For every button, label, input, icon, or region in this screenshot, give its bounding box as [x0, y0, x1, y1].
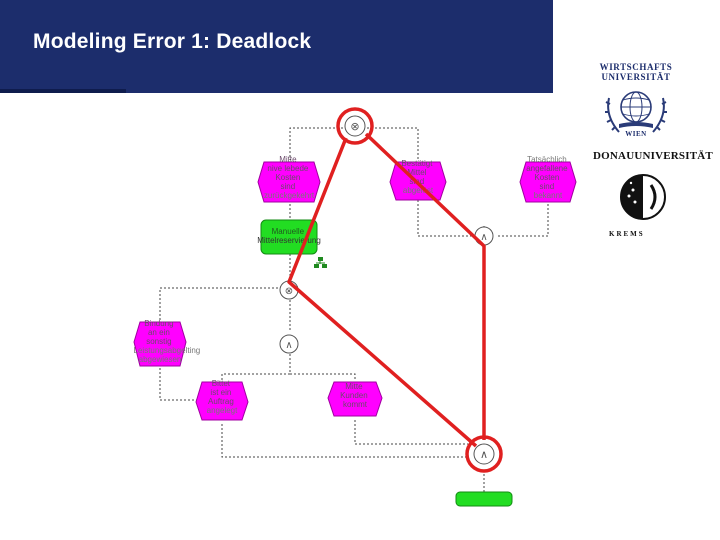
- epc-function-2: [455, 491, 513, 507]
- event-3-line-4: sind: [540, 182, 555, 191]
- event-5-line-1: Bittet: [212, 379, 231, 388]
- svg-text:⊗: ⊗: [285, 286, 293, 297]
- function-1-line-1: Manuelle: [272, 227, 305, 236]
- event-1-line-2: nive lebede: [267, 164, 308, 173]
- header-bar: [0, 0, 553, 93]
- epc-event-4: Bindung an ein sonstig Leistungsabgeltin…: [133, 319, 203, 367]
- svg-text:Mitte nive lebede: Mitte nive lebede Kosten sind zurückgeke…: [264, 155, 315, 200]
- svg-text:⊗: ⊗: [350, 120, 359, 133]
- svg-text:∧: ∧: [285, 340, 292, 351]
- event-4-line-4: Leistungsabgelting: [134, 346, 201, 355]
- du-logo-sub: KREMS: [609, 230, 645, 238]
- event-2-line-2: Mittel: [407, 168, 426, 177]
- svg-text:∧: ∧: [480, 448, 488, 461]
- event-5-line-3: Auftrag: [208, 397, 234, 406]
- svg-text:Tatsächlich angefallen: Tatsächlich angefallene Kosten sind beka…: [526, 155, 570, 200]
- svg-text:Manuelle Mittelreservi: Manuelle Mittelreservierung: [257, 227, 321, 245]
- event-4-line-5: abgewiesen: [139, 355, 182, 364]
- event-3-line-3: Kosten: [534, 173, 559, 182]
- globe-book-laurel-icon: [605, 91, 667, 133]
- control-flow-arcs: [159, 127, 549, 492]
- epc-event-3: Tatsächlich angefallene Kosten sind beka…: [519, 155, 577, 203]
- svg-text:Bittet ist ein: Bittet ist ein Auftrag angelegt: [207, 379, 238, 415]
- org-unit-icon: [314, 257, 327, 268]
- header-accent-line: [0, 89, 126, 93]
- wu-logo-text-line1: WIRTSCHAFTS: [599, 62, 673, 72]
- deadlock-highlight-path: [287, 132, 486, 448]
- event-6-line-1: Mitte: [345, 382, 363, 391]
- epc-event-1: Mitte nive lebede Kosten sind zurückgeke…: [257, 155, 321, 203]
- wu-logo-text-line2: UNIVERSITÄT: [601, 72, 671, 82]
- event-2-line-4: abgelöst: [403, 186, 434, 195]
- deadlock-highlight-bottom-circle: [465, 435, 503, 473]
- slide-title: Modeling Error 1: Deadlock: [33, 30, 312, 53]
- donau-universitaet-seal-icon: [620, 174, 666, 220]
- epc-event-5: Bittet ist ein Auftrag angelegt: [195, 379, 249, 421]
- event-5-line-2: ist ein: [210, 388, 231, 397]
- event-1-line-5: zurückgekehrt: [264, 191, 315, 200]
- event-1-line-1: Mitte: [279, 155, 297, 164]
- connector-top-xor: ⊗: [344, 115, 366, 137]
- event-3-line-2: angefallene: [526, 164, 568, 173]
- deadlock-highlight-top-circle: [336, 107, 374, 145]
- event-3-line-5: bekannt: [534, 191, 563, 200]
- event-4-line-1: Bindung: [144, 319, 173, 328]
- du-logo-letters: DONAUUNIVERSITÄT: [593, 150, 713, 162]
- function-1-line-2: Mittelreservierung: [257, 236, 321, 245]
- connector-bottom-and: ∧: [473, 443, 495, 465]
- logo-area: WIRTSCHAFTS UNIVERSITÄT WIEN: [553, 0, 720, 260]
- wu-logo: WIRTSCHAFTS UNIVERSITÄT WIEN: [586, 52, 686, 142]
- epc-event-6: Mitte Kunden kommt: [327, 381, 383, 417]
- event-3-line-1: Tatsächlich: [527, 155, 567, 164]
- event-5-line-4: angelegt: [207, 406, 238, 415]
- event-2-line-1: Bestätigt: [401, 159, 433, 168]
- event-6-line-3: kommt: [343, 400, 368, 409]
- du-logo: DONAUUNIVERSITÄT KREMS: [591, 150, 713, 245]
- svg-text:∧: ∧: [480, 232, 487, 243]
- event-4-line-3: sonstig: [146, 337, 171, 346]
- svg-text:Mitte Kunden k: Mitte Kunden kommt: [340, 382, 370, 409]
- svg-text:Bindung an ein: Bindung an ein sonstig Leistungsabgeltin…: [134, 319, 203, 364]
- event-6-line-2: Kunden: [340, 391, 368, 400]
- connector-mid-and: ∧: [279, 334, 299, 354]
- event-1-line-3: Kosten: [275, 173, 300, 182]
- event-4-line-2: an ein: [148, 328, 170, 337]
- event-1-line-4: sind: [281, 182, 296, 191]
- wu-logo-text-line3: WIEN: [625, 130, 647, 138]
